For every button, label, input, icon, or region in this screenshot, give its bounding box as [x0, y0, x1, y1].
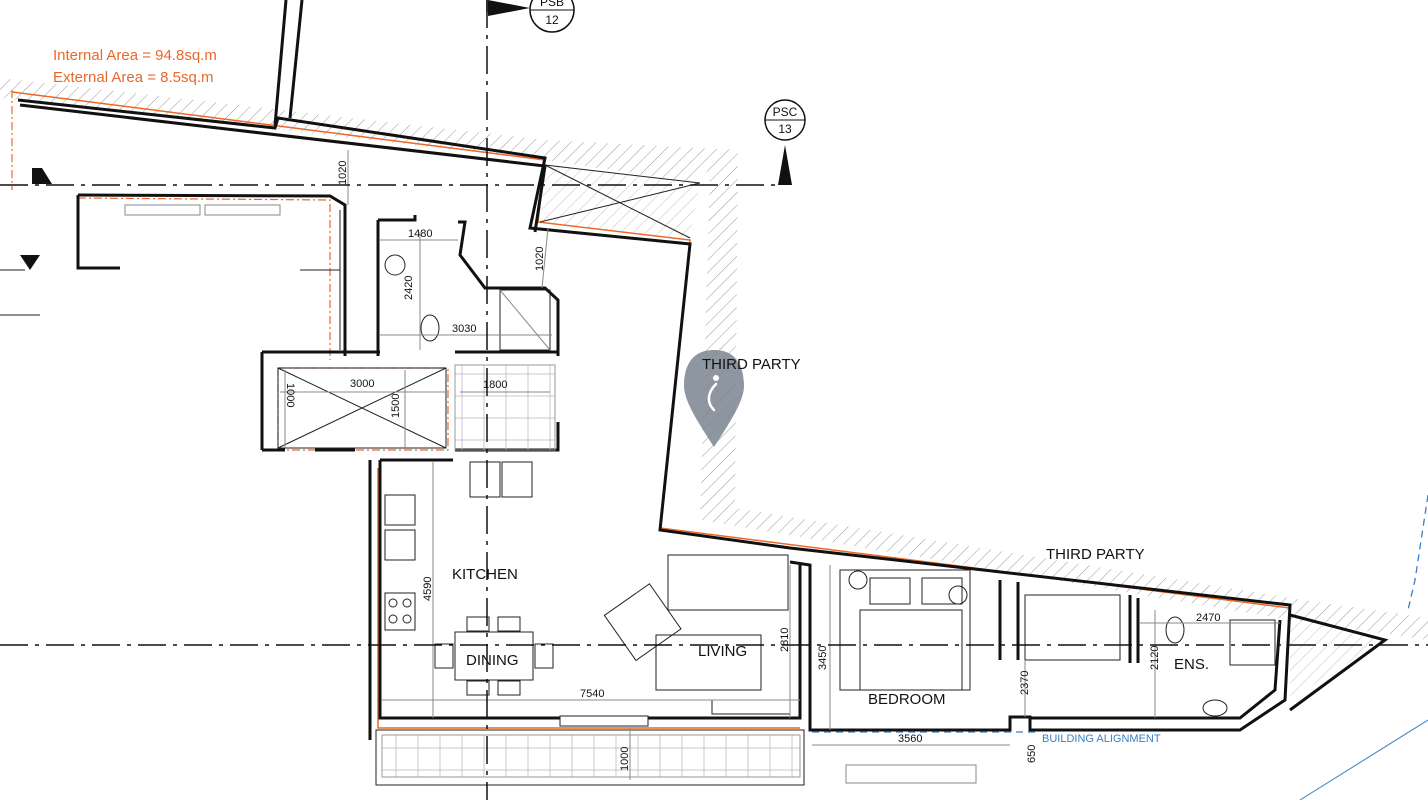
dim-3000: 3000 — [350, 378, 374, 390]
dim-7540: 7540 — [580, 688, 604, 700]
dim-1020-top: 1020 — [337, 161, 349, 185]
dim-1500: 1500 — [390, 394, 402, 418]
dim-1480: 1480 — [408, 228, 432, 240]
dim-3560: 3560 — [898, 733, 922, 745]
psc-code: PSC — [773, 105, 798, 119]
dining-label: DINING — [466, 652, 519, 669]
third-party-label-bottom: THIRD PARTY — [1046, 546, 1145, 563]
psc-number: 13 — [778, 122, 792, 136]
location-pin-icon[interactable] — [684, 350, 744, 447]
dim-3450: 3450 — [817, 646, 829, 670]
building-alignment-label: BUILDING ALIGNMENT — [1042, 733, 1161, 745]
psb-code: PSB — [540, 0, 564, 9]
dim-2120: 2120 — [1149, 646, 1161, 670]
third-party-label-top: THIRD PARTY — [702, 356, 801, 373]
kitchen-label: KITCHEN — [452, 566, 518, 583]
dim-1000-left: 1000 — [284, 383, 296, 407]
psb-number: 12 — [545, 13, 559, 27]
dim-4590: 4590 — [422, 577, 434, 601]
section-marker-psc: PSC 13 — [764, 99, 806, 185]
dim-2470: 2470 — [1196, 612, 1220, 624]
internal-area-label: Internal Area = 94.8sq.m — [53, 47, 217, 64]
interior-details — [0, 164, 1276, 786]
dim-2370: 2370 — [1019, 671, 1031, 695]
living-label: LIVING — [698, 643, 747, 660]
ensuite-label: ENS. — [1174, 656, 1209, 673]
dim-2420: 2420 — [403, 276, 415, 300]
external-area-label: External Area = 8.5sq.m — [53, 69, 214, 86]
dim-2810: 2810 — [779, 628, 791, 652]
dim-650: 650 — [1026, 745, 1038, 763]
walls — [17, 0, 1389, 740]
dim-1000-bottom: 1000 — [619, 747, 631, 771]
dimension-lines — [280, 150, 1280, 780]
section-marker-psb: PSB 12 — [486, 0, 575, 33]
dim-1020-right: 1020 — [534, 247, 546, 271]
bedroom-label: BEDROOM — [868, 691, 946, 708]
dim-3030: 3030 — [452, 323, 476, 335]
building-alignment-line — [812, 494, 1428, 800]
dim-1800: 1800 — [483, 379, 507, 391]
